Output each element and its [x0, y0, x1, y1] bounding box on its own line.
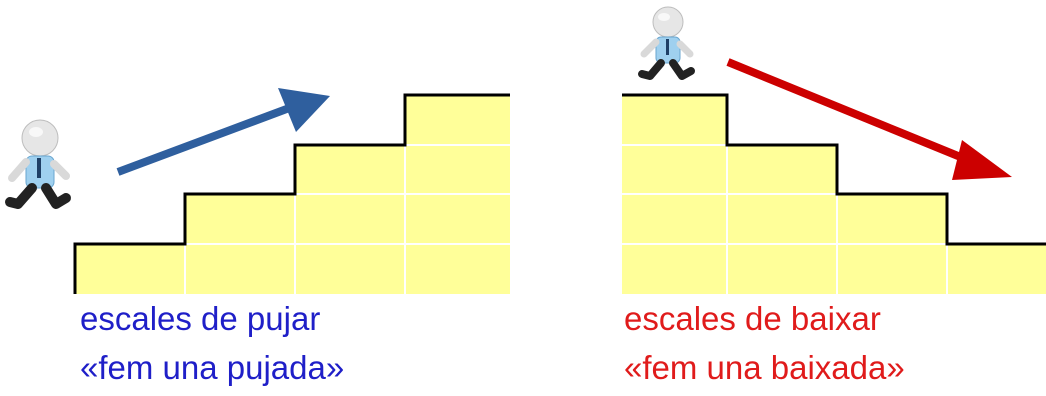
stair-outline-left — [73, 93, 510, 294]
stair-step-down-2 — [727, 145, 837, 294]
descending-caption-phrase: «fem una baixada» — [624, 350, 905, 386]
arrow-up-right-icon — [116, 88, 330, 176]
arrow-down-right-icon — [726, 58, 1012, 180]
ascending-caption-phrase: «fem una pujada» — [80, 349, 345, 386]
ascending-caption-title: escales de pujar — [80, 300, 321, 337]
ascending-stairs — [73, 93, 510, 294]
descending-caption-prefix: «fem — [624, 349, 707, 386]
descending-caption-highlight: una baixada — [706, 349, 887, 386]
stair-grid-right — [622, 144, 948, 294]
stair-step-1 — [75, 244, 185, 294]
descending-stairs — [622, 93, 1046, 294]
running-person-icon-right — [638, 6, 695, 80]
stair-step-3 — [295, 145, 405, 294]
stair-step-down-4 — [947, 244, 1046, 294]
descending-caption-suffix: » — [886, 349, 905, 386]
stair-grid-left — [184, 144, 510, 294]
stair-outline-right — [622, 93, 1046, 246]
descending-caption-title: escales de baixar — [624, 300, 881, 337]
running-person-icon — [5, 119, 71, 209]
